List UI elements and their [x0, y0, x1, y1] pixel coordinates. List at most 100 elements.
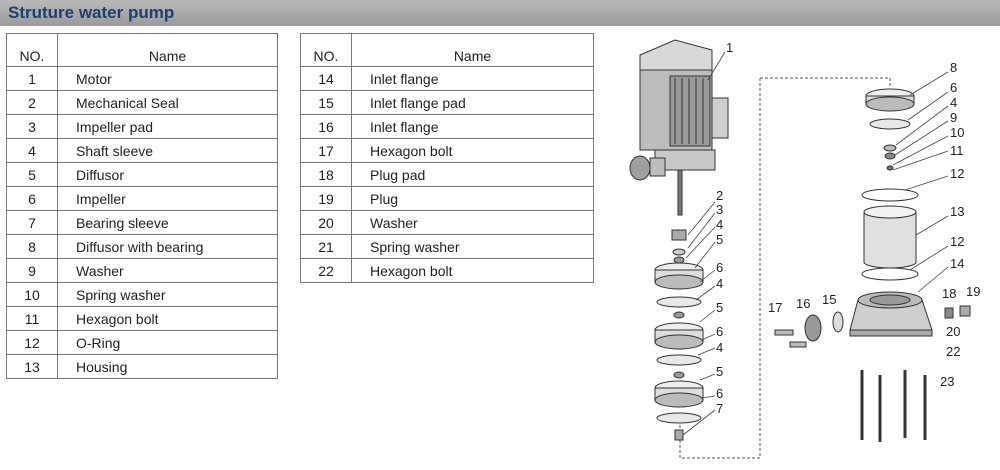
inlet-flange-parts [774, 305, 971, 348]
part-name-cell: Diffusor with bearing [57, 234, 278, 259]
part-name-cell: Bearing sleeve [57, 210, 278, 235]
part-number-cell: 4 [6, 138, 58, 163]
callout-9: 9 [950, 110, 957, 125]
callout-2: 2 [716, 188, 723, 203]
part-name-cell: Spring washer [351, 234, 594, 259]
callout-4: 4 [950, 95, 957, 110]
part-number-cell: 22 [300, 258, 352, 283]
right-component-stack [849, 88, 933, 442]
callout-4: 4 [716, 340, 723, 355]
part-number-cell: 9 [6, 258, 58, 283]
column-header-no: NO. [300, 33, 352, 67]
callout-20: 20 [946, 324, 960, 339]
part-number-cell: 16 [300, 114, 352, 139]
part-name-cell: Inlet flange [351, 114, 594, 139]
callout-12: 12 [950, 166, 964, 181]
motor-drawing [629, 39, 729, 216]
part-name-cell: Impeller pad [57, 114, 278, 139]
part-number-cell: 18 [300, 162, 352, 187]
callout-6: 6 [716, 260, 723, 275]
column-header-no: NO. [6, 33, 58, 67]
callout-leaders [682, 51, 949, 436]
callout-6: 6 [950, 80, 957, 95]
callout-11: 11 [950, 143, 964, 158]
callout-19: 19 [966, 284, 980, 299]
part-name-cell: Plug pad [351, 162, 594, 187]
callout-13: 13 [950, 204, 964, 219]
part-number-cell: 2 [6, 90, 58, 115]
part-number-cell: 14 [300, 66, 352, 91]
part-number-cell: 10 [6, 282, 58, 307]
callout-4: 4 [716, 217, 723, 232]
callout-16: 16 [796, 296, 810, 311]
part-name-cell: Washer [57, 258, 278, 283]
part-name-cell: Shaft sleeve [57, 138, 278, 163]
callout-1: 1 [726, 40, 733, 55]
table-header-row: NO. Name [6, 33, 278, 67]
callout-5: 5 [716, 300, 723, 315]
page-title: Struture water pump [8, 3, 175, 22]
part-number-cell: 1 [6, 66, 58, 91]
callout-7: 7 [716, 401, 723, 416]
part-number-cell: 5 [6, 162, 58, 187]
part-name-cell: Washer [351, 210, 594, 235]
callout-8: 8 [950, 60, 957, 75]
part-name-cell: Inlet flange pad [351, 90, 594, 115]
callout-numbers: 1 2 3 4 5 6 4 5 6 4 5 6 7 8 6 4 9 10 11 … [716, 40, 980, 416]
part-name-cell: O-Ring [57, 330, 278, 355]
callout-14: 14 [950, 256, 964, 271]
part-number-cell: 19 [300, 186, 352, 211]
part-name-cell: Hexagon bolt [351, 258, 594, 283]
callout-17: 17 [768, 300, 782, 315]
part-number-cell: 12 [6, 330, 58, 355]
part-number-cell: 17 [300, 138, 352, 163]
part-number-cell: 3 [6, 114, 58, 139]
part-number-cell: 20 [300, 210, 352, 235]
assembly-guide-line [679, 77, 891, 459]
column-header-name: Name [351, 33, 594, 67]
pump-exploded-diagram: 1 2 3 4 5 6 4 5 6 4 5 6 7 8 6 4 9 10 11 … [629, 39, 980, 459]
callout-4: 4 [716, 276, 723, 291]
callout-22: 22 [946, 344, 960, 359]
part-name-cell: Motor [57, 66, 278, 91]
callout-5: 5 [716, 232, 723, 247]
part-number-cell: 15 [300, 90, 352, 115]
part-name-cell: Hexagon bolt [351, 138, 594, 163]
part-number-cell: 21 [300, 234, 352, 259]
callout-3: 3 [716, 202, 723, 217]
part-number-cell: 7 [6, 210, 58, 235]
callout-10: 10 [950, 125, 964, 140]
part-number-cell: 13 [6, 354, 58, 379]
header-bar: Struture water pump [0, 0, 1000, 26]
part-number-cell: 6 [6, 186, 58, 211]
callout-23: 23 [940, 374, 954, 389]
part-name-cell: Impeller [57, 186, 278, 211]
column-header-name: Name [57, 33, 278, 67]
callout-15: 15 [822, 292, 836, 307]
table-header-row: NO. Name [300, 33, 594, 67]
part-name-cell: Diffusor [57, 162, 278, 187]
part-name-cell: Plug [351, 186, 594, 211]
